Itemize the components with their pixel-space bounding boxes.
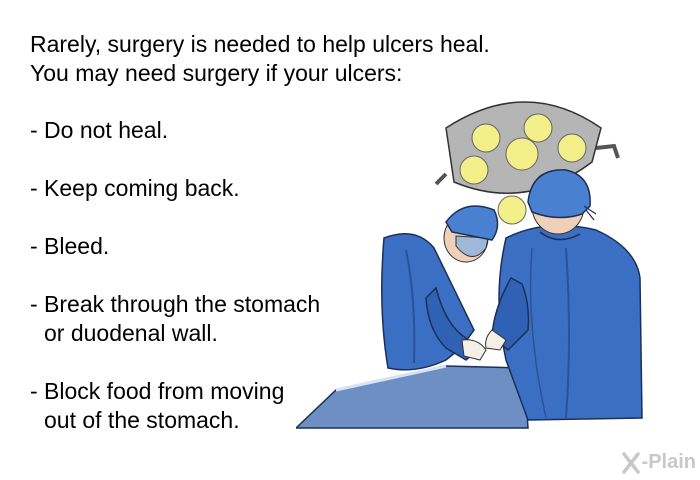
bullet-list: - Do not heal. - Keep coming back. - Ble…: [30, 116, 390, 435]
bullet-text: - Break through the stomach: [30, 291, 321, 317]
logo-text: -Plain: [641, 451, 696, 473]
bullet-text-cont: out of the stomach.: [44, 407, 240, 433]
intro-line-2: You may need surgery if your ulcers:: [30, 60, 403, 86]
bullet-text: - Bleed.: [30, 233, 110, 259]
surgeons-illustration: [296, 101, 643, 429]
right-surgeon: [485, 169, 643, 421]
bullet-text-cont: or duodenal wall.: [44, 320, 218, 346]
bullet-item: - Bleed.: [30, 232, 390, 261]
text-block: Rarely, surgery is needed to help ulcers…: [30, 30, 490, 464]
bullet-item: - Block food from moving out of the stom…: [30, 377, 390, 435]
bullet-text: - Block food from moving: [30, 378, 285, 404]
left-surgeon: [381, 205, 499, 371]
bullet-item: - Keep coming back.: [30, 174, 390, 203]
bullet-item: - Break through the stomach or duodenal …: [30, 290, 390, 348]
operating-table-sheet: [296, 365, 529, 429]
intro-line-1: Rarely, surgery is needed to help ulcers…: [30, 31, 490, 57]
lamp-arm: [434, 143, 620, 186]
xplain-logo: -Plain: [621, 451, 696, 474]
bullet-item: - Do not heal.: [30, 116, 390, 145]
xplain-x-icon: [621, 451, 640, 474]
bullet-text: - Keep coming back.: [30, 175, 240, 201]
bullet-text: - Do not heal.: [30, 117, 169, 143]
